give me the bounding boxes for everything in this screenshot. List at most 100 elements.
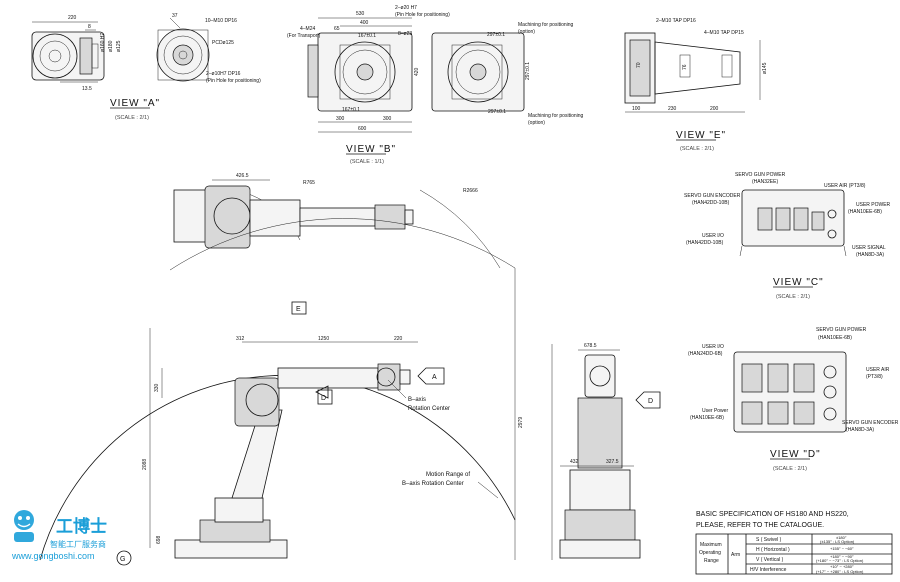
spec-group-2: Operating — [699, 550, 721, 556]
dim-297-side: 297±0.1 — [525, 62, 531, 80]
note-machining-bottom: Machining for positioning — [528, 113, 584, 119]
spec-value-s: ±180° — [836, 535, 847, 540]
dim-230: 230 — [668, 106, 677, 112]
note-b-axis: B–axis — [408, 397, 426, 403]
watermark-sub: 智能工厂服务商 — [50, 539, 106, 549]
watermark-brand: 工博士 — [56, 516, 107, 536]
dim-r765: R765 — [303, 180, 315, 186]
label-han42dd-10b-b: (HAN42DD-10B) — [686, 240, 724, 246]
callout-a: A — [417, 367, 445, 385]
view-b-scale: (SCALE : 1/1) — [350, 159, 384, 165]
svg-text:D: D — [648, 398, 653, 405]
dim-300-right: 300 — [383, 116, 392, 122]
note-option-top: (option) — [518, 29, 535, 35]
dim-312: 312 — [236, 336, 245, 342]
label-han10ee-6b-d1: (HAN10EE-6B) — [818, 335, 852, 341]
upper-arm — [277, 367, 379, 389]
note-machining-top: Machining for positioning — [518, 22, 574, 28]
dim-600: 600 — [358, 126, 367, 132]
view-a-flange-face — [156, 17, 210, 82]
note-motion-range-2: B–axis Rotation Center — [402, 481, 464, 487]
note-10-m10: 10–M10 DP16 — [205, 18, 237, 24]
view-a-title: VIEW "A" — [110, 98, 160, 109]
label-han24dd-6b: (HAN24DD-6B) — [688, 351, 723, 357]
spec-group-1: Maximum — [700, 542, 722, 548]
dim-420: 420 — [414, 67, 420, 76]
dim-426-5: 426.5 — [236, 173, 249, 179]
callout-d-front: D — [635, 391, 661, 409]
label-han8d-3a-d: (HAN8D-3A) — [846, 427, 874, 433]
spec-block: BASIC SPECIFICATION OF HS180 AND HS220, … — [695, 511, 893, 575]
dim-220-side: 220 — [394, 336, 403, 342]
view-c: SERVO GUN POWER (HAN32EE) SERVO GUN ENCO… — [684, 172, 891, 300]
label-servo-gun-encoder-d: SERVO GUN ENCODER — [842, 420, 899, 426]
dim-297-top: 297±0.1 — [487, 32, 505, 38]
label-han32ee: (HAN32EE) — [752, 179, 778, 185]
dim-698: 698 — [156, 535, 162, 544]
label-user-air-d: USER AIR — [866, 367, 890, 373]
note-rotation-center: Rotation Center — [408, 406, 450, 412]
view-a: 220 8 13.5 ø160 H7 ø180 ø125 37 10–M10 D… — [31, 13, 261, 121]
top-view: 426.5 R765 R2666 — [173, 173, 501, 269]
svg-text:D: D — [321, 395, 326, 402]
view-b-base-left — [307, 17, 413, 133]
bore-180: ø180 — [108, 40, 114, 52]
side-view: 312 1250 220 330 2088 698 2979 E D A G B… — [39, 218, 524, 566]
watermark: 工博士 智能工厂服务商 www.gongboshi.com — [11, 510, 107, 561]
callout-e: E — [291, 301, 307, 315]
view-e-scale: (SCALE : 2/1) — [680, 146, 714, 152]
svg-text:E: E — [296, 306, 301, 313]
note-2-20h7: 2–ø20 H7 — [395, 5, 417, 11]
watermark-logo — [14, 510, 34, 542]
spec-value-v: +180° ~ −90° — [830, 554, 854, 559]
view-b-base-right — [431, 32, 525, 112]
svg-text:A: A — [432, 374, 437, 381]
label-han10ee-6b-d2: (HAN10EE-6B) — [690, 415, 724, 421]
label-han10ee-6b-c: (HAN10EE-6B) — [848, 209, 882, 215]
svg-text:G: G — [120, 556, 125, 563]
dim-13-5: 13.5 — [82, 86, 92, 92]
label-han42dd-10b-a: (HAN42DD-10B) — [692, 200, 730, 206]
dim-145: ø145 — [762, 62, 768, 74]
spec-note-line2: PLEASE, REFER TO THE CATALOGUE. — [696, 522, 824, 529]
spec-value-hv-opt: (+17° ~ +280° : LS Option) — [816, 569, 864, 574]
dim-1250: 1250 — [318, 336, 329, 342]
spec-note-line1: BASIC SPECIFICATION OF HS180 AND HS220, — [696, 511, 849, 518]
note-4-m24: 4–M24 — [300, 26, 316, 32]
lower-arm — [231, 409, 283, 499]
view-b: 530 400 65 167±0.1 420 300 300 600 167±0… — [287, 5, 584, 165]
note-2-m10-dp16: 2–M10 TAP DP16 — [656, 18, 696, 24]
callout-g: G — [116, 550, 132, 566]
note-pin-hole-b: (Pin Hole for positioning) — [395, 12, 450, 18]
label-servo-gun-power-d: SERVO GUN POWER — [816, 327, 867, 333]
front-view: 678.5 432 327.5 D — [551, 343, 661, 560]
label-user-air-c: USER AIR (PT3/8) — [824, 183, 866, 189]
dim-432: 432 — [570, 459, 579, 465]
spec-axis-s: S ( Swivel ) — [756, 537, 782, 543]
spec-group-3: Range — [704, 558, 719, 564]
dim-678-5: 678.5 — [584, 343, 597, 349]
dim-220: 220 — [68, 15, 77, 21]
dim-70: 70 — [636, 62, 642, 68]
watermark-url: www.gongboshi.com — [11, 551, 95, 561]
view-c-scale: (SCALE : 2/1) — [776, 294, 810, 300]
dim-2979: 2979 — [518, 417, 524, 428]
spec-axis-v: V ( Vertical ) — [756, 557, 784, 563]
view-a-scale: (SCALE : 2/1) — [115, 115, 149, 121]
dim-400: 400 — [360, 20, 369, 26]
dim-327-5: 327.5 — [606, 459, 619, 465]
view-a-flange-side — [31, 21, 105, 83]
dim-300-left: 300 — [336, 116, 345, 122]
label-pt3-8-d: (PT3/8) — [866, 374, 883, 380]
view-c-title: VIEW "C" — [773, 277, 824, 288]
spec-axis-hv: H/V Interference — [750, 567, 787, 573]
dim-330: 330 — [154, 383, 160, 392]
note-4-m10-dp15: 4–M10 TAP DP15 — [704, 30, 744, 36]
view-d: SERVO GUN POWER (HAN10EE-6B) USER I/O (H… — [688, 327, 899, 472]
dim-167-top: 167±0.1 — [358, 33, 376, 39]
dim-200: 200 — [710, 106, 719, 112]
dim-100: 100 — [632, 106, 641, 112]
note-motion-range-1: Motion Range of — [426, 472, 470, 478]
